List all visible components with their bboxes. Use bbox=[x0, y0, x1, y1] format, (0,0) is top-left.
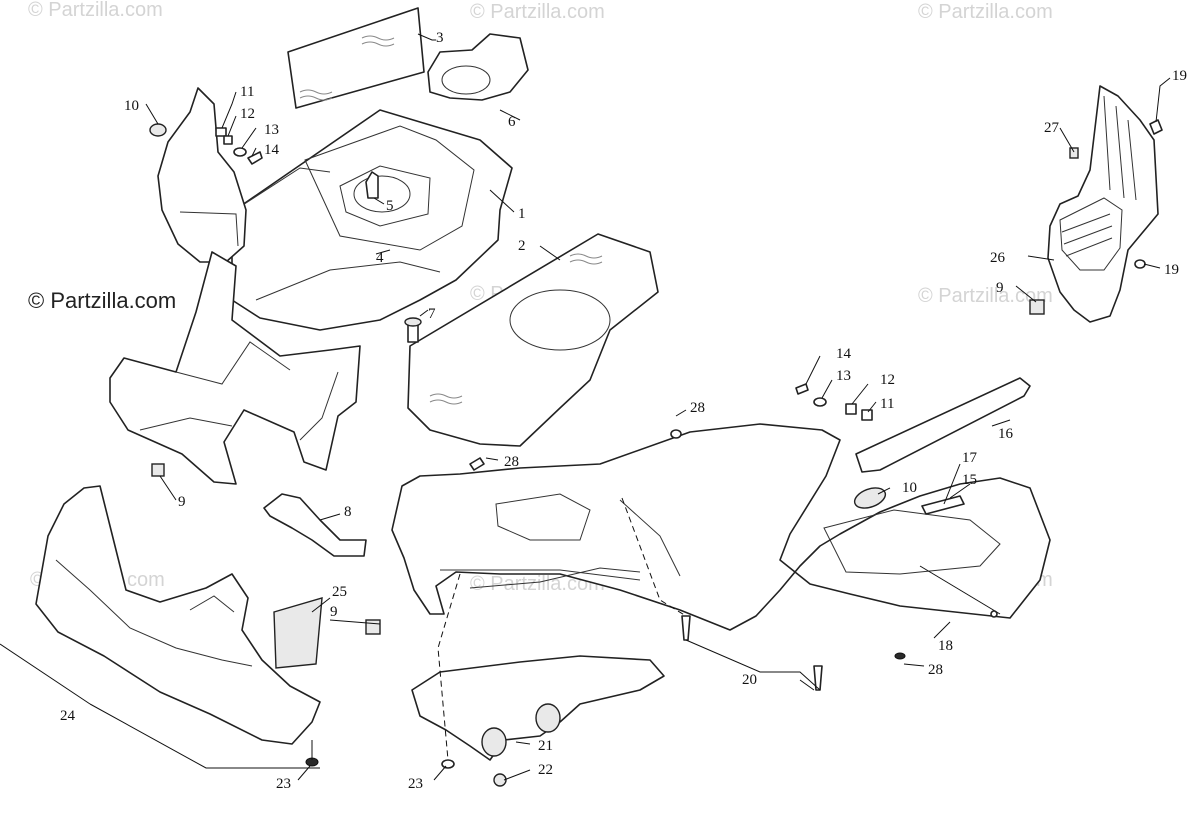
callout-17: 17 bbox=[962, 450, 978, 466]
part-2-mat bbox=[407, 233, 659, 447]
callout-23-center: 23 bbox=[408, 776, 423, 792]
callout-6: 6 bbox=[508, 114, 516, 130]
callout-13-left: 13 bbox=[264, 122, 279, 138]
callout-2: 2 bbox=[518, 238, 526, 254]
callout-22: 22 bbox=[538, 762, 553, 778]
callout-7: 7 bbox=[428, 306, 436, 322]
callout-20: 20 bbox=[742, 672, 757, 688]
callout-19-bottom: 19 bbox=[1164, 262, 1179, 278]
part-9-clip-left bbox=[151, 463, 165, 477]
callout-28-c: 28 bbox=[928, 662, 943, 678]
part-3-decal bbox=[287, 7, 425, 109]
part-9-clip-right bbox=[1029, 299, 1045, 315]
callout-5: 5 bbox=[386, 198, 394, 214]
part-26-side-vent bbox=[1047, 85, 1159, 323]
part-24-belly-pan bbox=[35, 485, 321, 745]
callout-25: 25 bbox=[332, 584, 347, 600]
part-8-bracket bbox=[263, 493, 367, 557]
leader-lines bbox=[0, 33, 1171, 781]
part-20-rivet-a bbox=[681, 615, 691, 641]
callout-27: 27 bbox=[1044, 120, 1060, 136]
callout-11-left: 11 bbox=[240, 84, 254, 100]
part-9-clip-center bbox=[365, 619, 381, 635]
callout-3: 3 bbox=[436, 30, 444, 46]
part-11-clip-right bbox=[861, 409, 873, 421]
callout-13-right: 13 bbox=[836, 368, 851, 384]
callout-21: 21 bbox=[538, 738, 553, 754]
callout-12-right: 12 bbox=[880, 372, 895, 388]
part-1-lower-frame bbox=[109, 251, 361, 485]
callout-16: 16 bbox=[998, 426, 1014, 442]
part-10-grommet-left bbox=[149, 123, 167, 137]
callout-10-left: 10 bbox=[124, 98, 139, 114]
part-14-bolt-right bbox=[795, 383, 809, 395]
callout-8: 8 bbox=[344, 504, 352, 520]
part-7-fastener bbox=[404, 317, 422, 343]
part-16-trim bbox=[855, 377, 1031, 473]
part-6-gasket bbox=[427, 33, 529, 101]
part-5-filler bbox=[365, 171, 379, 199]
part-13-washer-left bbox=[233, 147, 247, 157]
part-20-rivet-b bbox=[813, 665, 823, 691]
part-18-rod bbox=[919, 565, 1001, 618]
callout-9-center: 9 bbox=[330, 604, 338, 620]
callout-9-left: 9 bbox=[178, 494, 186, 510]
callout-14-left: 14 bbox=[264, 142, 280, 158]
part-23-screw-center bbox=[441, 759, 455, 769]
callout-9-right: 9 bbox=[996, 280, 1004, 296]
part-12-nut-right bbox=[845, 403, 857, 415]
callout-14-right: 14 bbox=[836, 346, 852, 362]
part-28-fastener-c bbox=[894, 652, 906, 660]
callout-26: 26 bbox=[990, 250, 1006, 266]
watermark-top-right: © Partzilla.com bbox=[918, 1, 1053, 23]
part-1-side-panel bbox=[157, 87, 247, 263]
watermark-prominent: © Partzilla.com bbox=[28, 288, 176, 313]
part-13-washer-right bbox=[813, 397, 827, 407]
callout-24: 24 bbox=[60, 708, 76, 724]
part-28-fastener-b bbox=[469, 457, 485, 471]
part-27-clip bbox=[1069, 147, 1079, 159]
hood-body bbox=[391, 423, 1051, 631]
part-14-bolt-left bbox=[247, 151, 263, 165]
part-28-fastener-a bbox=[670, 429, 682, 439]
part-19-bolt-bottom bbox=[1134, 259, 1146, 269]
part-12-nut-left bbox=[223, 135, 233, 145]
part-1-console bbox=[231, 109, 513, 331]
part-22-nut bbox=[493, 773, 507, 787]
callout-15: 15 bbox=[962, 472, 977, 488]
part-15-17-handle bbox=[921, 495, 965, 515]
watermark-bottom-center: © Partzilla.com bbox=[470, 573, 605, 595]
callout-1: 1 bbox=[518, 206, 526, 222]
callout-19-top: 19 bbox=[1172, 68, 1187, 84]
part-11-clip-left bbox=[215, 127, 227, 137]
part-19-bolt-top bbox=[1149, 119, 1163, 135]
callout-10-right: 10 bbox=[902, 480, 917, 496]
watermark-mid-right: © Partzilla.com bbox=[918, 285, 1053, 307]
part-25-decal bbox=[273, 597, 323, 669]
callout-12-left: 12 bbox=[240, 106, 255, 122]
part-21-intake bbox=[411, 655, 665, 761]
part-10-reflector-right bbox=[853, 487, 887, 509]
callout-labels: 3 6 1 2 5 4 7 8 10 11 12 13 14 9 25 9 24… bbox=[60, 30, 1187, 792]
callout-4: 4 bbox=[376, 250, 384, 266]
callout-23-left: 23 bbox=[276, 776, 291, 792]
watermark-top-center: © Partzilla.com bbox=[470, 1, 605, 23]
hardware-group bbox=[149, 119, 1163, 787]
callout-18: 18 bbox=[938, 638, 953, 654]
callout-11-right: 11 bbox=[880, 396, 894, 412]
watermark-top-left: © Partzilla.com bbox=[28, 0, 163, 21]
callout-28-a: 28 bbox=[690, 400, 705, 416]
callout-28-b: 28 bbox=[504, 454, 519, 470]
